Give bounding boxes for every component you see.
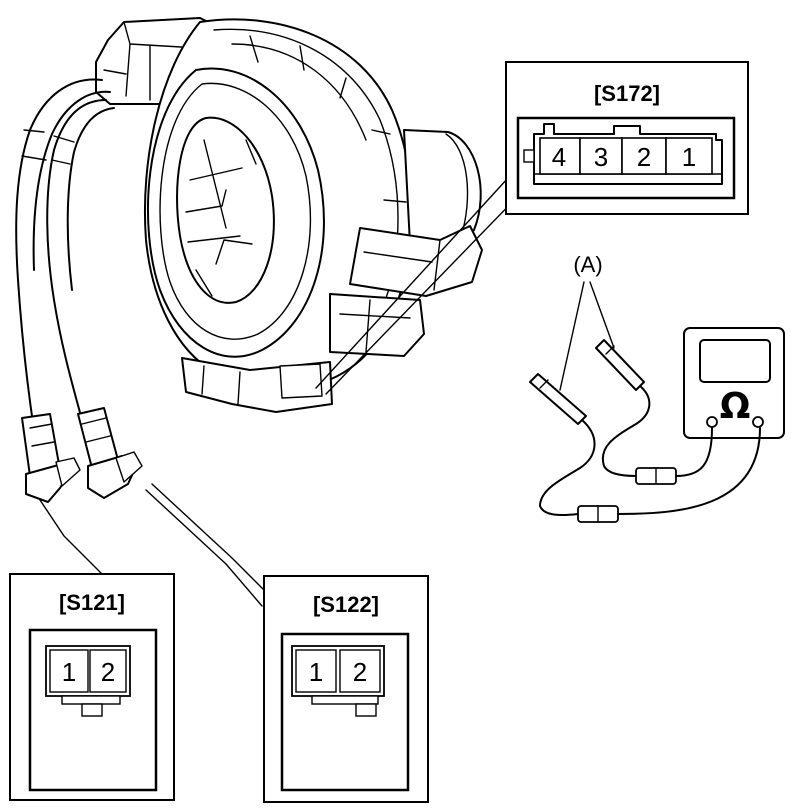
s121-label: [S121] — [59, 590, 125, 615]
s172-pin-3: 3 — [594, 142, 608, 172]
probe-label: (A) — [573, 252, 602, 277]
s172-pin-2: 2 — [637, 142, 651, 172]
lead-fuse-lower — [577, 505, 619, 523]
harness-wires — [15, 78, 143, 503]
test-probe-right — [595, 339, 651, 477]
s172-pin-4: 4 — [552, 142, 566, 172]
ohmmeter: Ω — [683, 327, 785, 439]
lead-fuse-upper — [635, 467, 677, 485]
s172-pins: 4 3 2 1 — [539, 137, 713, 175]
s122-pin-1: 1 — [309, 657, 323, 687]
s122-pin-2: 2 — [353, 657, 367, 687]
s172-label: [S172] — [594, 81, 660, 106]
ohm-symbol-icon: Ω — [720, 386, 751, 427]
spiral-cable-illustration — [95, 17, 483, 413]
test-probe-left — [529, 373, 596, 516]
s122-inset: [S122] 1 2 — [263, 575, 429, 803]
leader-lines — [39, 177, 521, 607]
s122-label: [S122] — [313, 592, 379, 617]
ohmmeter-tester: (A) Ω — [529, 252, 785, 523]
s121-inset: [S121] 1 2 — [9, 573, 175, 801]
s121-pin-1: 1 — [62, 657, 76, 687]
s172-inset: [S172] 4 3 2 1 — [505, 61, 749, 215]
s172-pin-1: 1 — [682, 142, 696, 172]
s121-pin-2: 2 — [101, 657, 115, 687]
